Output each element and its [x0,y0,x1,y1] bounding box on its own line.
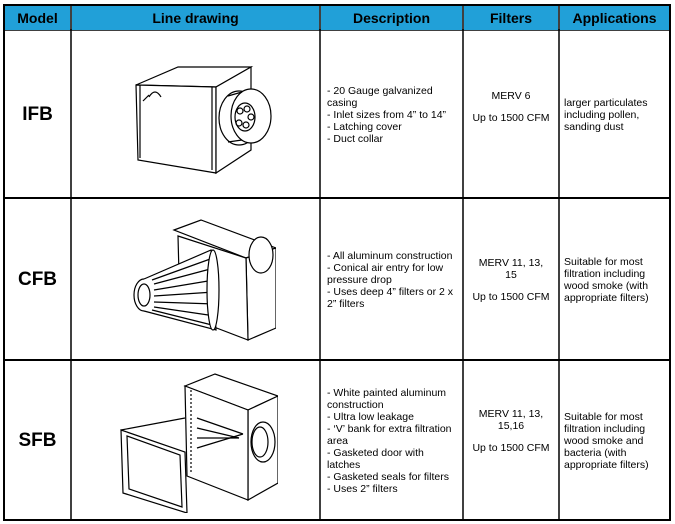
description-item: - Duct collar [327,132,384,145]
table-grid [3,4,671,521]
description-cfb: - All aluminum construction - Conical ai… [321,199,462,360]
description-item: - Inlet sizes from 4” to 14” [327,108,447,121]
cfb-conical-filter-box-drawing [72,199,319,360]
description-item: - Gasketed door with latches [327,446,424,471]
header-applications: Applications [560,6,669,30]
description-item: - All aluminum construction [327,249,453,262]
header-model: Model [5,6,70,30]
filters-cfb: MERV 11, 13, 15 Up to 1500 CFM [464,199,558,360]
applications-cfb: Suitable for most filtration including w… [564,255,649,304]
filter-rating: MERV 11, 13, 15,16 [478,407,544,432]
description-item: - Latching cover [327,120,402,133]
filter-airflow: Up to 1500 CFM [472,290,550,303]
sfb-v-bank-filter-box-drawing [72,361,319,520]
description-item: - Ultra low leakage [327,410,414,423]
filter-airflow: Up to 1500 CFM [472,111,550,124]
description-item: - Uses deep 4” filters or 2 x 2” filters [327,285,454,310]
header-line-drawing: Line drawing [72,6,319,30]
applications-sfb: Suitable for most filtration including w… [564,410,649,471]
header-description: Description [321,6,462,30]
filters-sfb: MERV 11, 13, 15,16 Up to 1500 CFM [464,361,558,520]
model-name-cfb: CFB [17,268,58,290]
description-item: - Gasketed seals for filters [327,470,449,483]
description-sfb: - White painted aluminum construction - … [321,361,462,520]
filter-airflow: Up to 1500 CFM [472,441,550,454]
description-item: - White painted aluminum construction [327,386,447,411]
model-name-ifb: IFB [22,103,53,125]
description-ifb: - 20 Gauge galvanized casing - Inlet siz… [321,31,462,198]
description-item: - Uses 2” filters [327,482,398,495]
description-item: - 20 Gauge galvanized casing [327,84,433,109]
header-filters: Filters [464,6,558,30]
filter-rating: MERV 6 [491,89,531,102]
filter-rating: MERV 11, 13, 15 [478,256,544,281]
description-item: - Conical air entry for low pressure dro… [327,261,444,286]
filters-ifb: MERV 6 Up to 1500 CFM [464,31,558,198]
applications-ifb: larger particulates including pollen, sa… [564,96,648,133]
ifb-filter-box-drawing [72,31,319,198]
product-table: Model Line drawing Description Filters A… [3,4,671,521]
description-item: - ‘V’ bank for extra filtration area [327,422,452,447]
model-name-sfb: SFB [18,429,57,451]
